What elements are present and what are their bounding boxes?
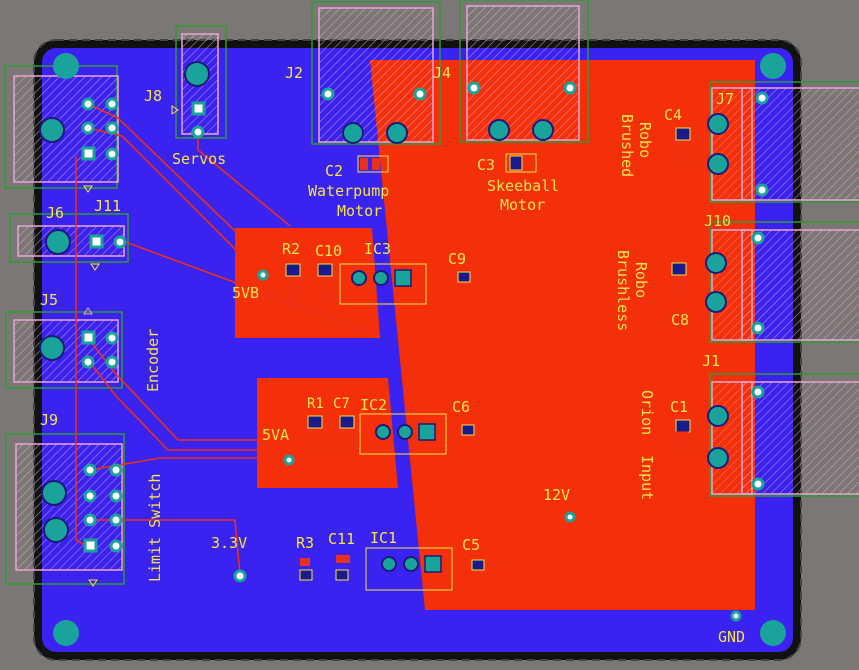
- label-c11: C11: [328, 530, 355, 548]
- small-pins: [81, 81, 769, 622]
- copper-pour-12v: [370, 60, 755, 610]
- label-j4: J4: [433, 64, 451, 82]
- label-skeeball: Skeeball: [487, 177, 559, 195]
- label-3v3: 3.3V: [211, 534, 247, 552]
- label-j6: J6: [46, 204, 64, 222]
- label-j11: J11: [94, 197, 121, 215]
- traces: [75, 103, 381, 576]
- label-ic3: IC3: [364, 240, 391, 258]
- label-5vb: 5VB: [232, 284, 259, 302]
- label-r1: R1: [307, 396, 324, 412]
- orientation-marks: [83, 105, 179, 587]
- label-c9: C9: [448, 250, 466, 268]
- square-pads: [394, 269, 442, 573]
- label-robo-brushless-1: Robo: [632, 262, 650, 298]
- label-c4: C4: [664, 106, 682, 124]
- label-c7: C7: [333, 396, 350, 412]
- label-waterpump-motor: Motor: [337, 202, 382, 220]
- label-ic2: IC2: [360, 396, 387, 414]
- label-5va: 5VA: [262, 426, 289, 444]
- mounting-hole-top-left: [53, 53, 79, 79]
- label-robo-brushed-1: Robo: [636, 122, 654, 158]
- label-j5: J5: [40, 291, 58, 309]
- large-pins: [39, 61, 729, 572]
- label-ic1: IC1: [370, 529, 397, 547]
- label-servos: Servos: [172, 150, 226, 168]
- small-square-pads: [81, 101, 206, 553]
- ic-footprints: [339, 263, 453, 591]
- smd-parts: [285, 127, 691, 581]
- label-c5: C5: [462, 536, 480, 554]
- mounting-holes: [53, 53, 786, 646]
- mounting-hole-bottom-left: [53, 620, 79, 646]
- label-c1: C1: [670, 398, 688, 416]
- label-gnd: GND: [718, 628, 745, 646]
- silkscreen-labels: J2 J4 J8 Servos C2 Waterpump Motor C3 Sk…: [40, 64, 745, 646]
- label-c3: C3: [477, 156, 495, 174]
- label-c10: C10: [315, 242, 342, 260]
- label-j2: J2: [285, 64, 303, 82]
- label-j8: J8: [144, 87, 162, 105]
- copper-pour-5vb: [235, 228, 380, 338]
- label-j10: J10: [704, 212, 731, 230]
- label-12v: 12V: [543, 486, 570, 504]
- label-j9: J9: [40, 411, 58, 429]
- label-j1: J1: [702, 352, 720, 370]
- label-c2: C2: [325, 162, 343, 180]
- label-c8: C8: [671, 311, 689, 329]
- label-encoder: Encoder: [144, 329, 162, 392]
- label-robo-brushless-2: Brushless: [614, 250, 632, 331]
- label-c6: C6: [452, 398, 470, 416]
- label-limit-switch: Limit Switch: [146, 474, 164, 582]
- label-r3: R3: [296, 534, 314, 552]
- label-orion-input-2: Input: [638, 455, 656, 500]
- mounting-hole-bottom-right: [760, 620, 786, 646]
- label-waterpump: Waterpump: [308, 182, 389, 200]
- label-r2: R2: [282, 240, 300, 258]
- label-skeeball-motor: Motor: [500, 196, 545, 214]
- mounting-hole-top-right: [760, 53, 786, 79]
- label-orion-input-1: Orion: [638, 390, 656, 435]
- label-j7: J7: [716, 90, 734, 108]
- label-robo-brushed-2: Brushed: [618, 114, 636, 177]
